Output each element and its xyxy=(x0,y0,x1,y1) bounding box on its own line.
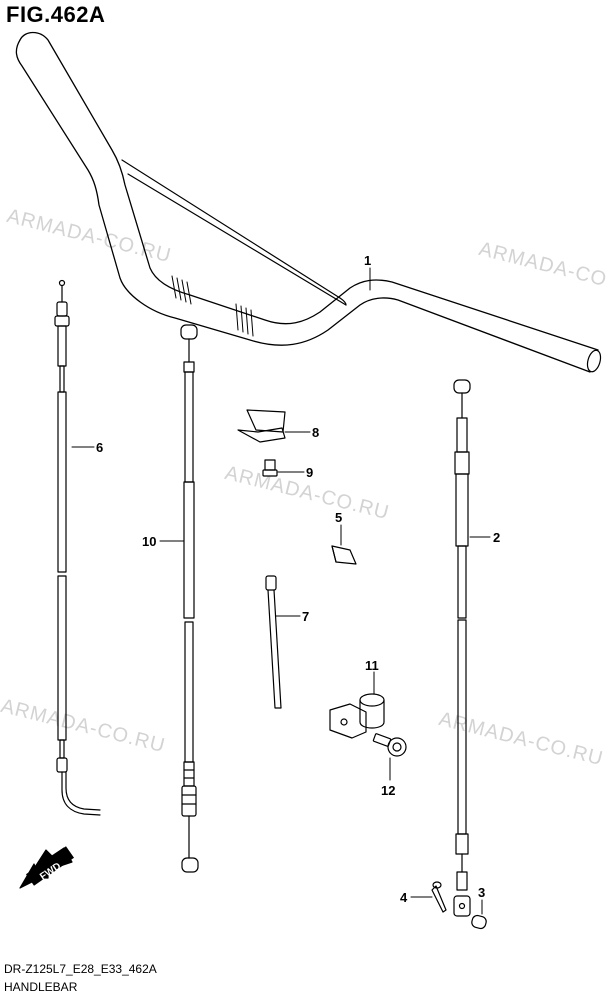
callout-1: 1 xyxy=(364,253,371,268)
callout-9: 9 xyxy=(306,465,313,480)
callout-12: 12 xyxy=(381,783,395,798)
bolt-part[interactable]: 12 xyxy=(372,733,407,798)
callout-3: 3 xyxy=(478,885,485,900)
model-code: DR-Z125L7_E28_E33_462A xyxy=(4,962,157,976)
throttle-cable-part[interactable]: 10 xyxy=(142,324,199,873)
brake-cable-part[interactable]: 2 xyxy=(453,379,500,917)
screw-part[interactable]: 9 xyxy=(262,459,313,480)
callout-5: 5 xyxy=(335,510,342,525)
forward-direction-arrow: FWD xyxy=(19,846,75,889)
figure-title: FIG.462A xyxy=(6,2,106,27)
cotter-pin-part[interactable]: 4 xyxy=(400,881,447,913)
clamp-bracket-part[interactable]: 11 xyxy=(329,658,385,739)
callout-7: 7 xyxy=(302,609,309,624)
pin-part[interactable]: 3 xyxy=(471,885,488,930)
callout-6: 6 xyxy=(96,440,103,455)
callout-8: 8 xyxy=(312,425,319,440)
callout-10: 10 xyxy=(142,534,156,549)
cable-guide-part[interactable]: 8 xyxy=(237,409,319,443)
adjuster-thread xyxy=(181,761,197,817)
section-name: HANDLEBAR xyxy=(4,980,78,994)
handlebar-part[interactable]: 1 xyxy=(15,31,602,374)
callout-4: 4 xyxy=(400,890,408,905)
grip-knurl xyxy=(171,275,254,337)
clamp-part[interactable]: 5 xyxy=(331,510,357,565)
clutch-cable-part[interactable]: 6 xyxy=(54,279,103,816)
callout-11: 11 xyxy=(365,658,379,673)
cable-tie-part[interactable]: 7 xyxy=(265,575,309,709)
callout-2: 2 xyxy=(493,530,500,545)
